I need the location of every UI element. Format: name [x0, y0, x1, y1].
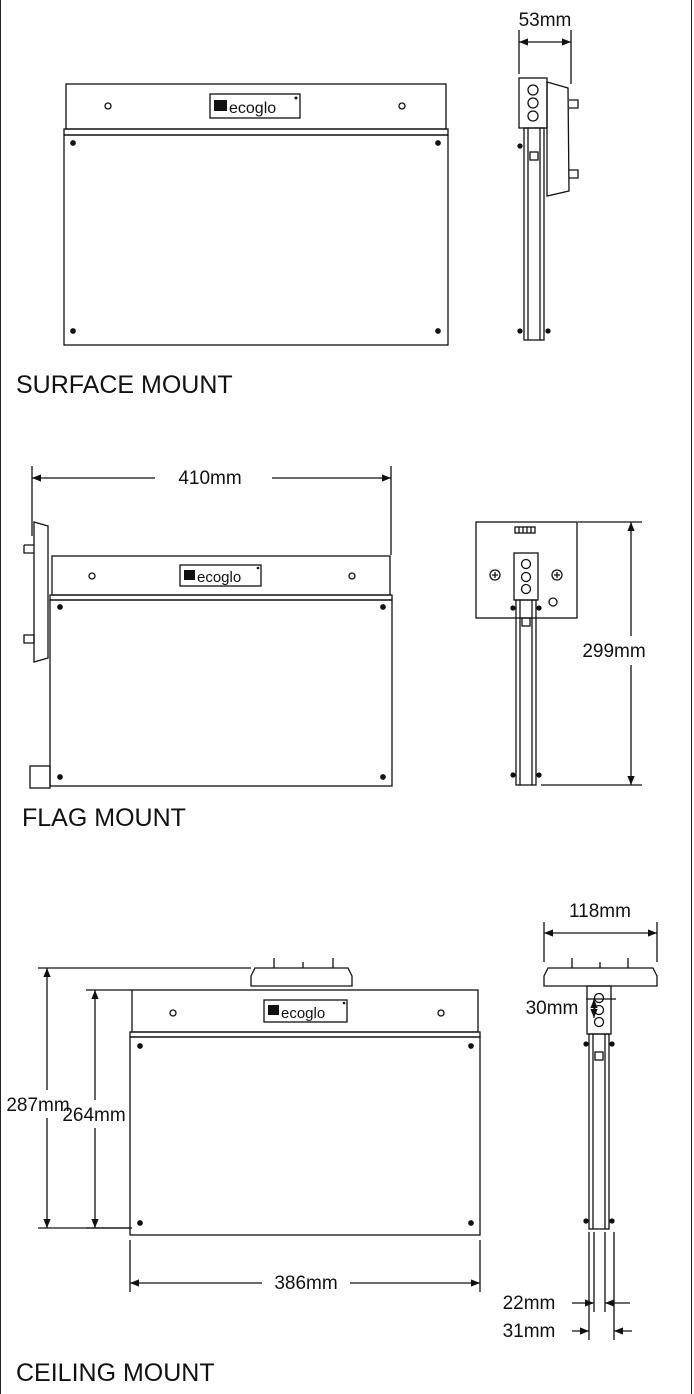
flag-height-dimension: 299mm [541, 521, 646, 786]
ceiling-overall-height-label: 287mm [6, 1095, 69, 1116]
ceiling-canopy-width-dimension: 118mm [543, 901, 658, 962]
flag-side-view [475, 521, 578, 786]
ceiling-side-canopy [543, 967, 658, 987]
surface-side-hole [527, 97, 539, 109]
flag-wall-tabs [23, 544, 35, 644]
surface-front-rivet [70, 140, 76, 146]
surface-front-rivet [70, 328, 76, 334]
ecoglo-logo: ecoglo [209, 93, 301, 119]
ceiling-width-dimension: 386mm [129, 1240, 481, 1294]
ceiling-front-panel [129, 1036, 481, 1236]
surface-depth-label: 53mm [519, 10, 572, 31]
ceiling-stem-dimension: 30mm [526, 998, 616, 1019]
ceiling-rail-outer-dimension: 31mm [503, 1232, 632, 1342]
flag-height-label: 299mm [582, 641, 645, 662]
logo-text: ecoglo [229, 100, 276, 117]
ceiling-canopy [250, 967, 353, 987]
ceiling-side-rail [588, 1033, 610, 1230]
surface-front-screw [398, 102, 406, 110]
ceiling-body-height-label: 264mm [62, 1105, 125, 1126]
ceiling-overall-height-dimension: 287mm [6, 967, 251, 1229]
logo-text: ecoglo [281, 1005, 325, 1022]
ecoglo-logo: ecoglo [263, 999, 348, 1023]
flag-side-rail [515, 599, 537, 786]
surface-side-backplate [546, 81, 570, 197]
flag-wall-plate [33, 521, 49, 663]
surface-side-hole [527, 84, 539, 96]
flag-front-view: ecoglo [23, 521, 393, 789]
surface-side-rail [523, 127, 545, 341]
ceiling-mount-caption: CEILING MOUNT [16, 1359, 215, 1387]
flag-mount-caption: FLAG MOUNT [22, 804, 186, 832]
ceiling-rail-outer-label: 31mm [503, 1321, 556, 1342]
ceiling-side-view [543, 958, 658, 1230]
ceiling-stem-label: 30mm [526, 998, 579, 1019]
flag-width-dimension: 410mm [31, 466, 392, 555]
surface-side-hole [527, 110, 539, 122]
ceiling-body-height-dimension: 264mm [62, 989, 132, 1229]
surface-depth-dimension: 53mm [518, 10, 572, 84]
flag-front-panel [49, 599, 393, 787]
surface-mount-caption: SURFACE MOUNT [16, 371, 233, 399]
surface-front-view: ecoglo [63, 83, 449, 346]
surface-front-rivet [435, 328, 441, 334]
ecoglo-logo: ecoglo [179, 564, 262, 587]
surface-front-screw [104, 102, 112, 110]
ceiling-rail-inner-dimension: 22mm [503, 1232, 630, 1314]
ceiling-rail-inner-label: 22mm [503, 1293, 556, 1314]
flag-width-label: 410mm [178, 468, 241, 489]
surface-side-view [517, 77, 579, 341]
ceiling-width-label: 386mm [274, 1273, 337, 1294]
logo-text: ecoglo [197, 569, 241, 586]
surface-front-lip [63, 128, 449, 136]
flag-bracket-foot [29, 765, 51, 789]
ceiling-front-view: ecoglo [129, 958, 481, 1236]
surface-front-panel [63, 134, 449, 346]
surface-side-tabs [569, 99, 579, 179]
flag-side-plate [475, 521, 578, 619]
ceiling-canopy-width-label: 118mm [569, 901, 631, 922]
surface-front-rivet [435, 140, 441, 146]
